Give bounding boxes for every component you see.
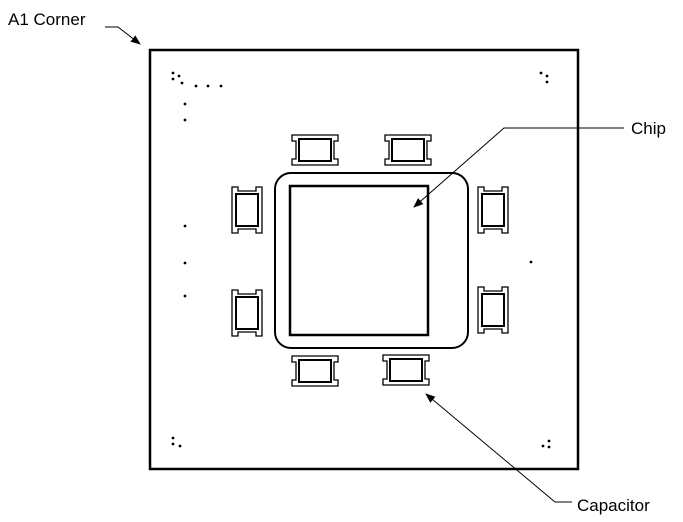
capacitor-left-bottom <box>231 289 263 337</box>
capacitor-top-left <box>291 134 339 166</box>
capacitor-right-bottom <box>477 286 509 334</box>
a1-corner-label: A1 Corner <box>8 10 86 29</box>
chip-label: Chip <box>631 119 666 138</box>
a1-corner-leader <box>105 26 141 45</box>
capacitor-bottom-right <box>382 354 430 386</box>
capacitor-right-top <box>477 186 509 234</box>
capacitor-label: Capacitor <box>577 496 650 515</box>
capacitor-leader <box>425 393 572 503</box>
chip-leader <box>413 127 624 208</box>
capacitor-bottom-left <box>291 355 339 387</box>
package-substrate <box>148 48 580 471</box>
chip-lid <box>274 172 469 349</box>
chip-die <box>288 184 430 337</box>
fiducial-dots <box>171 71 551 449</box>
capacitor-top-right <box>384 134 432 166</box>
capacitor-left-top <box>231 186 263 234</box>
